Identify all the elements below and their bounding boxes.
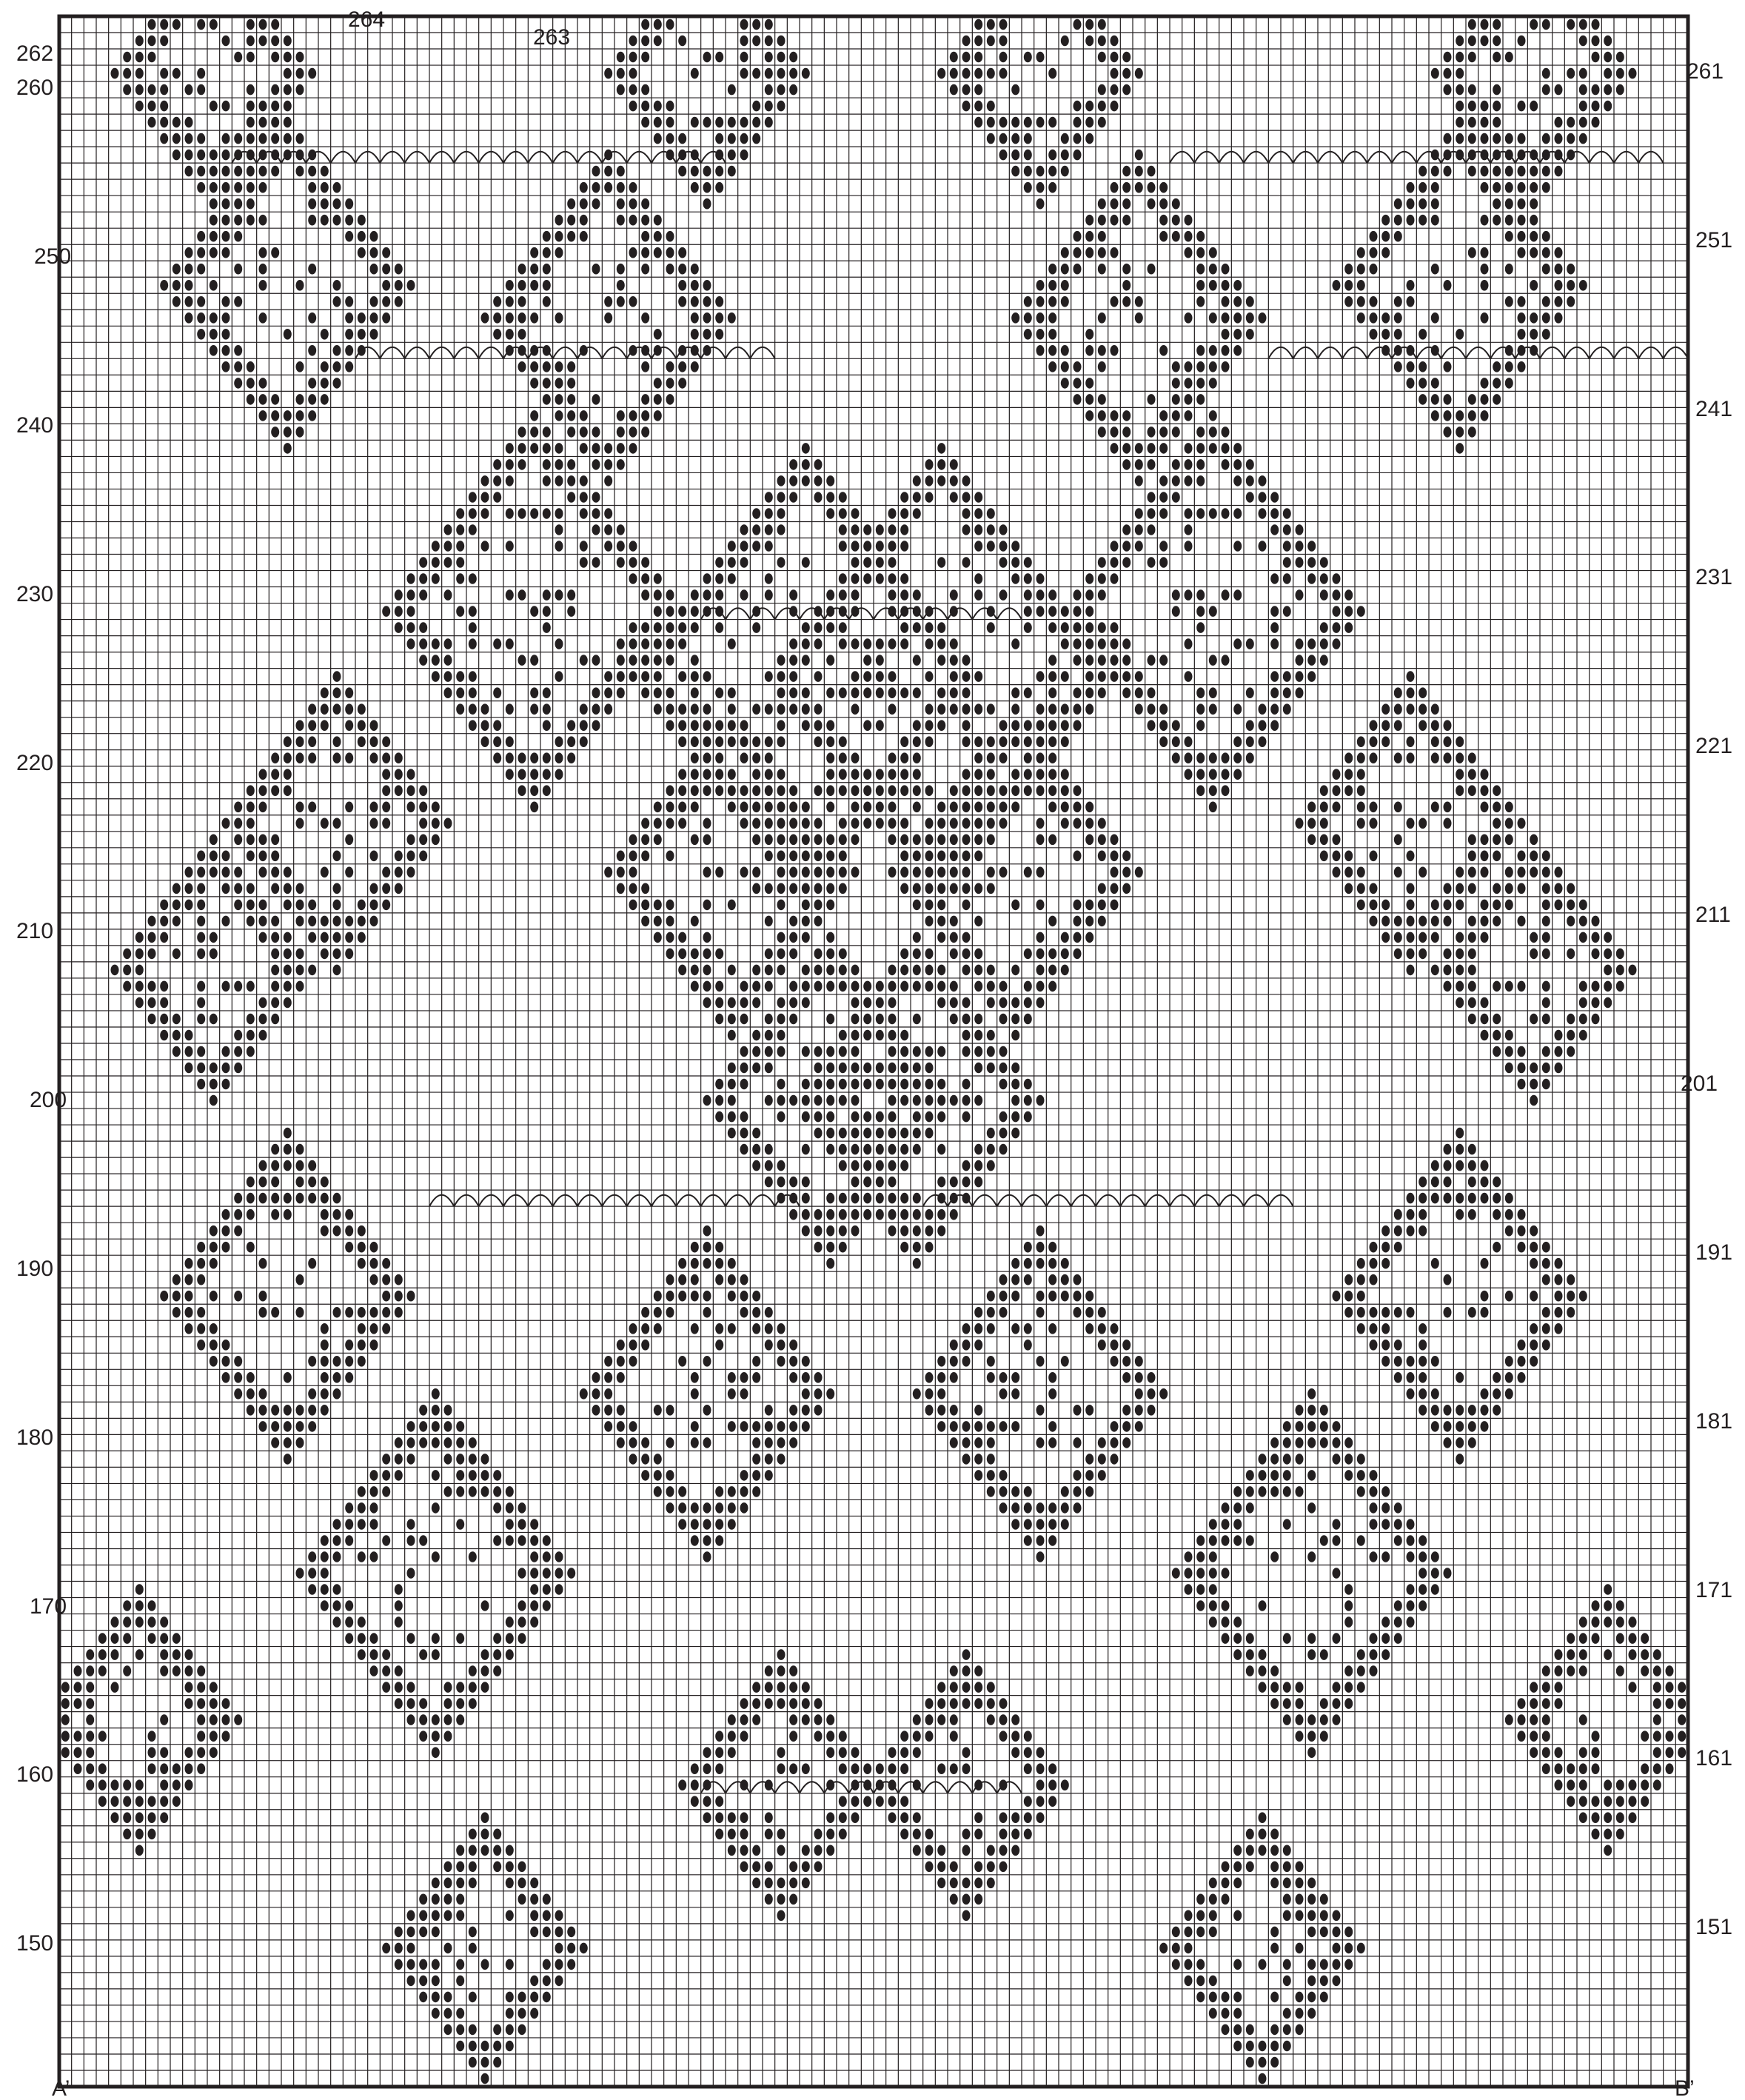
row-label-171: 171 xyxy=(1695,1578,1732,1602)
row-label-151: 151 xyxy=(1695,1915,1732,1939)
row-label-221: 221 xyxy=(1695,734,1732,758)
corner-label-b: B’ xyxy=(1675,2076,1695,2100)
row-label-260: 260 xyxy=(16,76,53,100)
row-label-262: 262 xyxy=(16,41,53,66)
row-label-201: 201 xyxy=(1681,1071,1718,1096)
chart-grid xyxy=(59,16,1688,2087)
row-label-230: 230 xyxy=(16,582,53,606)
row-label-200: 200 xyxy=(30,1088,67,1112)
row-label-160: 160 xyxy=(16,1762,53,1787)
row-label-181: 181 xyxy=(1695,1409,1732,1434)
row-label-180: 180 xyxy=(16,1425,53,1450)
row-label-150: 150 xyxy=(16,1931,53,1956)
row-label-240: 240 xyxy=(16,413,53,438)
row-label-210: 210 xyxy=(16,919,53,943)
row-label-251: 251 xyxy=(1695,228,1732,253)
row-label-190: 190 xyxy=(16,1257,53,1281)
row-label-241: 241 xyxy=(1695,397,1732,421)
corner-label-a: A’ xyxy=(52,2076,70,2100)
row-label-211: 211 xyxy=(1695,903,1731,927)
row-label-170: 170 xyxy=(30,1594,67,1619)
row-label-263: 263 xyxy=(533,25,570,50)
row-label-220: 220 xyxy=(16,751,53,775)
row-label-264: 264 xyxy=(348,7,385,32)
row-label-250: 250 xyxy=(34,244,71,269)
row-label-261: 261 xyxy=(1687,59,1724,84)
row-label-231: 231 xyxy=(1695,565,1732,589)
row-label-161: 161 xyxy=(1695,1746,1732,1770)
row-label-191: 191 xyxy=(1695,1240,1732,1265)
